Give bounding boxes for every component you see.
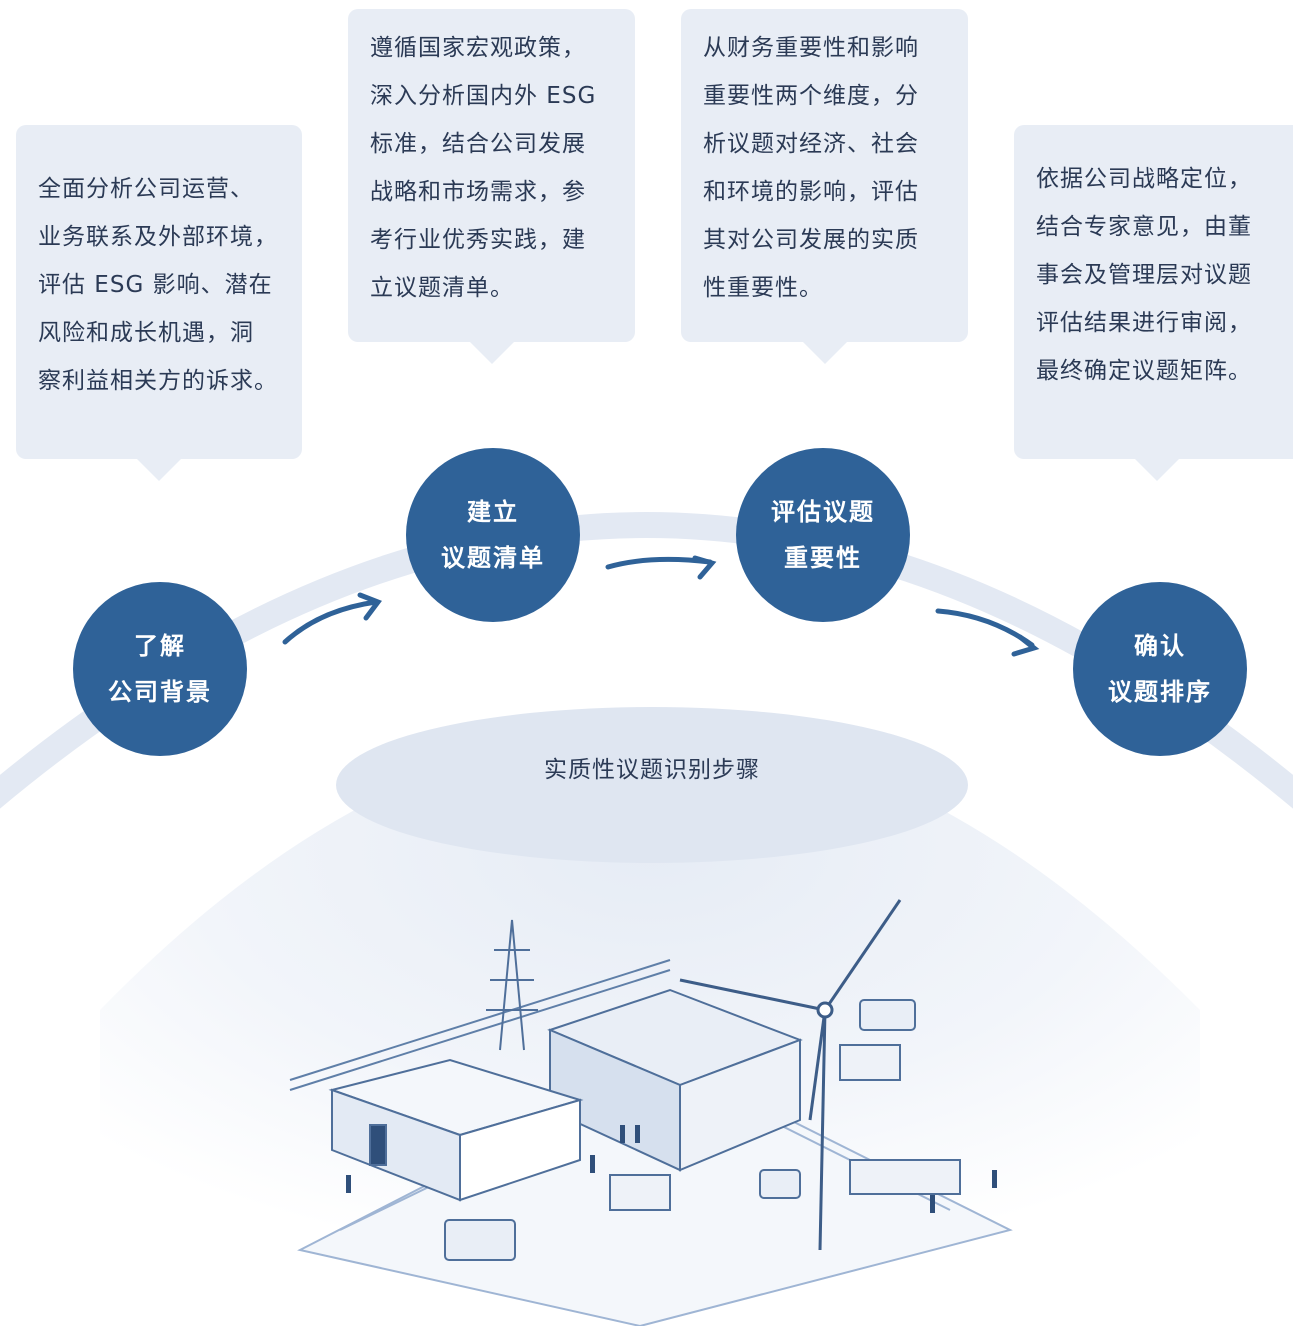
- step-description-text: 依据公司战略定位， 结合专家意见，由董 事会及管理层对议题 评估结果进行审阅， …: [1036, 166, 1252, 384]
- step-description-text: 从财务重要性和影响 重要性两个维度，分 析议题对经济、社会 和环境的影响，评估 …: [703, 35, 919, 301]
- step-description-bubble: 遵循国家宏观政策， 深入分析国内外 ESG 标准，结合公司发展 战略和市场需求，…: [348, 9, 635, 364]
- step-label: 建立 议题清单: [441, 498, 545, 572]
- step-description-text: 遵循国家宏观政策， 深入分析国内外 ESG 标准，结合公司发展 战略和市场需求，…: [370, 35, 597, 301]
- industrial-scene-illustration: [289, 899, 1013, 1326]
- step-description-text: 全面分析公司运营、 业务联系及外部环境， 评估 ESG 影响、潜在 风险和成长机…: [38, 176, 278, 394]
- step-arrow: [605, 555, 717, 580]
- step-arrow: [935, 608, 1040, 657]
- step-circle-build-topic-list: 建立 议题清单: [406, 448, 580, 622]
- step-label: 确认 议题排序: [1108, 632, 1212, 706]
- step-description-bubble: 全面分析公司运营、 业务联系及外部环境， 评估 ESG 影响、潜在 风险和成长机…: [16, 125, 302, 481]
- diagram-title: 实质性议题识别步骤: [544, 757, 760, 783]
- step-label: 了解 公司背景: [108, 632, 212, 706]
- step-description-bubble: 从财务重要性和影响 重要性两个维度，分 析议题对经济、社会 和环境的影响，评估 …: [681, 9, 968, 364]
- step-circle-confirm-ranking: 确认 议题排序: [1073, 582, 1247, 756]
- step-label: 评估议题 重要性: [771, 498, 875, 572]
- step-description-bubble: 依据公司战略定位， 结合专家意见，由董 事会及管理层对议题 评估结果进行审阅， …: [1014, 125, 1293, 481]
- step-arrow: [282, 592, 382, 645]
- step-circle-assess-importance: 评估议题 重要性: [736, 448, 910, 622]
- step-circle-understand-background: 了解 公司背景: [73, 582, 247, 756]
- title-ellipse: [336, 707, 968, 863]
